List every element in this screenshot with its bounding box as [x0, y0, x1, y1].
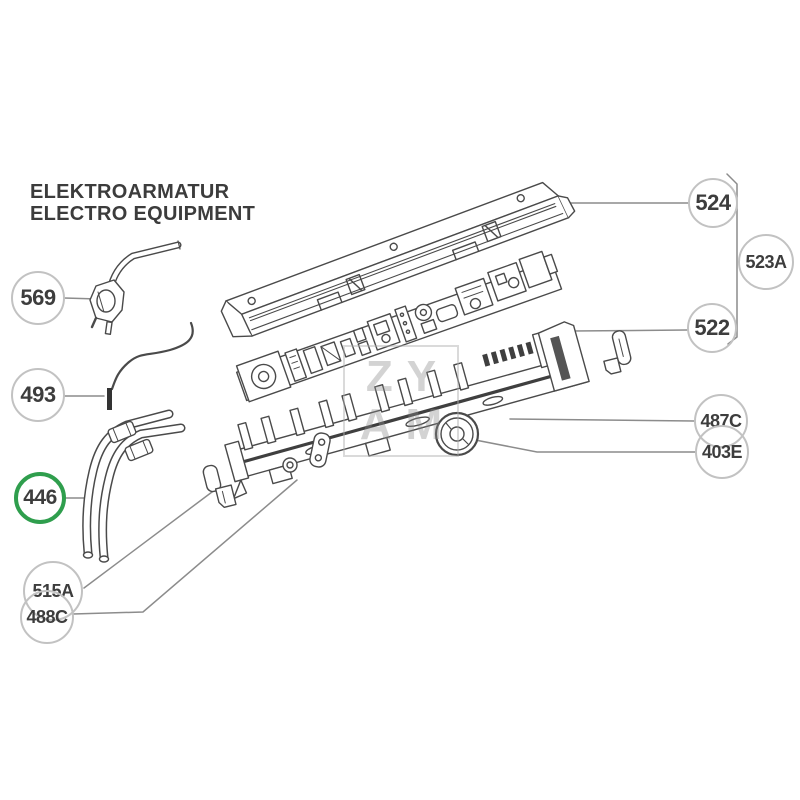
part-clip-515a	[202, 464, 237, 509]
part-tubes-446	[82, 409, 186, 563]
callout-488c[interactable]: 488C	[20, 590, 74, 644]
part-frame-base	[224, 321, 590, 500]
callout-524[interactable]: 524	[688, 178, 738, 228]
part-grommet	[282, 457, 298, 473]
part-wire-493	[107, 321, 194, 410]
terminal-comb	[482, 341, 534, 367]
callout-523a[interactable]: 523A	[738, 234, 794, 290]
callout-569[interactable]: 569	[11, 271, 65, 325]
callout-446-highlighted[interactable]: 446	[14, 472, 66, 524]
part-plug-569	[89, 240, 182, 335]
part-wheel-403e	[434, 411, 480, 457]
callout-522[interactable]: 522	[687, 303, 737, 353]
part-link-connector	[309, 432, 331, 468]
callout-493[interactable]: 493	[11, 368, 65, 422]
callout-403e[interactable]: 403E	[695, 425, 749, 479]
diagram-title-line2: ELECTRO EQUIPMENT	[30, 203, 256, 225]
part-cover-524	[220, 181, 576, 338]
part-board-522	[235, 250, 563, 403]
diagram-title-line1: ELEKTROARMATUR	[30, 181, 230, 203]
diagram-title: ELEKTROARMATUR ELECTRO EQUIPMENT	[30, 181, 255, 225]
part-clip-right	[603, 330, 632, 375]
